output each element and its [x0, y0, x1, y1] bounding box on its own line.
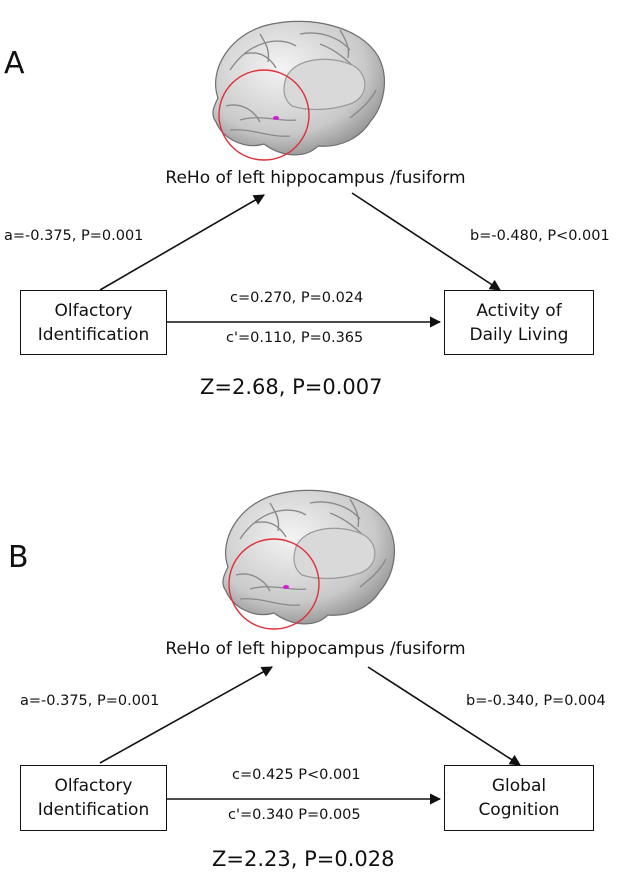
roi-circle — [218, 69, 310, 161]
x-variable-box: Olfactory Identification — [20, 290, 167, 355]
path-c-prime-label: c'=0.110, P=0.365 — [226, 330, 364, 346]
y-variable-line1: Activity of — [476, 300, 562, 321]
roi-circle — [228, 538, 320, 630]
path-c-prime-label: c'=0.340 P=0.005 — [228, 807, 361, 823]
arrow-a — [99, 194, 265, 291]
y-variable-box: Global Cognition — [444, 765, 594, 831]
sobel-statistic: Z=2.68, P=0.007 — [200, 375, 383, 399]
mediator-label: ReHo of left hippocampus /fusiform — [165, 639, 466, 659]
x-variable-line2: Identification — [37, 800, 150, 820]
panel-letter: A — [4, 46, 25, 81]
arrow-b — [351, 192, 501, 291]
path-b-label: b=-0.340, P=0.004 — [466, 693, 606, 709]
x-variable-line1: Olfactory — [54, 776, 133, 796]
roi-spot — [283, 585, 289, 589]
path-arrows — [99, 666, 521, 805]
path-a-label: a=-0.375, P=0.001 — [4, 228, 144, 244]
brain-image — [222, 489, 395, 630]
y-variable-line2: Cognition — [478, 800, 560, 820]
y-variable-line1: Global — [491, 776, 547, 796]
panel-a: A ReHo of left hippocampus /fusiform a=-… — [0, 0, 631, 437]
panel-letter: B — [8, 540, 29, 575]
y-variable-line2: Daily Living — [469, 324, 569, 345]
x-variable-box: Olfactory Identification — [20, 765, 167, 831]
panel-b: B ReHo of left hippocampus /fusiform a=-… — [0, 437, 631, 874]
path-arrows — [99, 192, 501, 328]
arrow-a — [99, 666, 273, 764]
brain-image — [212, 20, 385, 161]
path-c-label: c=0.270, P=0.024 — [230, 290, 364, 306]
path-b-label: b=-0.480, P<0.001 — [470, 228, 610, 244]
mediator-label: ReHo of left hippocampus /fusiform — [165, 168, 466, 188]
sobel-statistic: Z=2.23, P=0.028 — [212, 847, 395, 871]
path-a-label: a=-0.375, P=0.001 — [20, 693, 160, 709]
x-variable-line2: Identification — [37, 324, 150, 345]
y-variable-box: Activity of Daily Living — [444, 290, 594, 355]
arrow-b — [367, 666, 521, 766]
path-c-label: c=0.425 P<0.001 — [232, 767, 361, 783]
roi-spot — [273, 116, 279, 120]
x-variable-line1: Olfactory — [54, 300, 133, 321]
